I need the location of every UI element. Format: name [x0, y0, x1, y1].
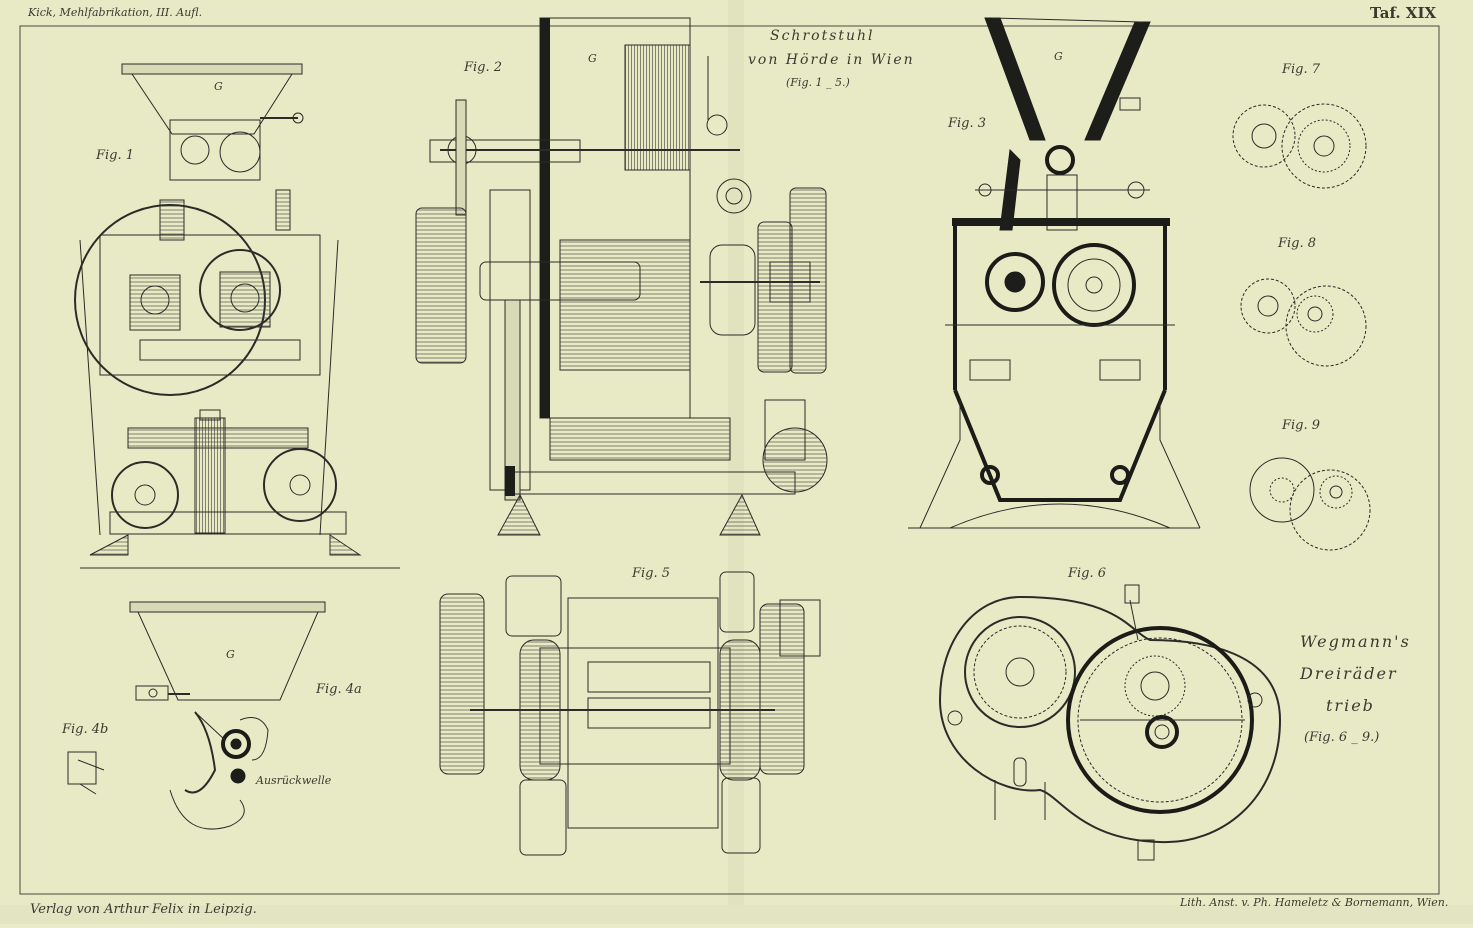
plate-number: Taf. XIX [1370, 4, 1437, 22]
annotation-hopper-fig4: G [226, 648, 235, 661]
side-title-line-2: Dreiräder [1300, 664, 1398, 683]
figure-4-drawing [67, 601, 326, 830]
figure-9-drawing [1249, 457, 1371, 551]
figure-8-label: Fig. 8 [1278, 236, 1317, 251]
figure-2-label: Fig. 2 [464, 60, 503, 75]
annotation-hopper-fig3: G [1054, 50, 1063, 63]
figure-6-drawing [938, 584, 1282, 861]
figure-7-drawing [1232, 103, 1367, 189]
figure-1-label: Fig. 1 [96, 148, 135, 163]
figure-5-drawing [439, 571, 821, 856]
annotation-hopper-fig2: G [588, 52, 597, 65]
footer-publisher: Verlag von Arthur Felix in Leipzig. [30, 902, 257, 917]
figure-9-label: Fig. 9 [1282, 418, 1321, 433]
figure-1-drawing [74, 63, 400, 569]
figure-8-drawing [1240, 278, 1367, 367]
figure-2-drawing [415, 17, 828, 536]
title-line-1: Schrotstuhl [770, 28, 875, 44]
figure-5-label: Fig. 5 [632, 566, 671, 581]
title-line-3: (Fig. 1 _ 5.) [786, 76, 850, 89]
annotation-ausrueckwelle: Ausrückwelle [256, 774, 332, 787]
figure-4b-label: Fig. 4b [62, 722, 109, 737]
side-title-line-1: Wegmann's [1300, 632, 1411, 651]
figure-3-drawing [908, 17, 1201, 529]
figure-3-label: Fig. 3 [948, 116, 987, 131]
side-title-line-3: trieb [1326, 696, 1375, 715]
side-title-line-4: (Fig. 6 _ 9.) [1304, 730, 1380, 745]
figure-4a-label: Fig. 4a [316, 682, 362, 697]
figure-7-label: Fig. 7 [1282, 62, 1321, 77]
footer-lithographer: Lith. Anst. v. Ph. Hameletz & Bornemann,… [1180, 896, 1449, 909]
annotation-hopper-fig1: G [214, 80, 223, 93]
figure-6-label: Fig. 6 [1068, 566, 1107, 581]
header-book-reference: Kick, Mehlfabrikation, III. Aufl. [28, 6, 203, 19]
title-line-2: von Hörde in Wien [748, 52, 915, 68]
